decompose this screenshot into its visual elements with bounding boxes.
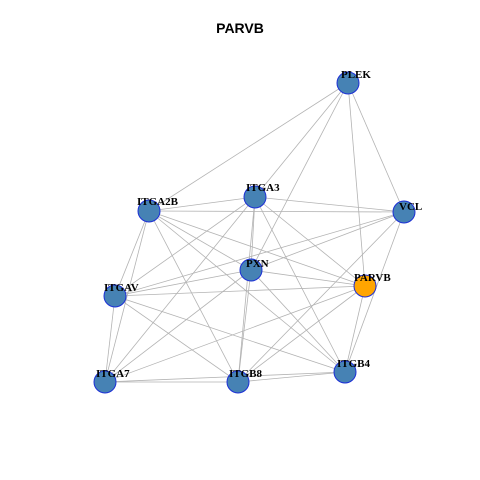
node-itgb4: ITGB4 <box>333 358 371 384</box>
edge-itgav-itgb8 <box>114 295 239 383</box>
node-circle-pxn <box>239 258 263 282</box>
edge-itgb4-itgb8 <box>237 371 346 383</box>
edge-itga2b-itga7 <box>104 210 150 383</box>
edge-pxn-itgb8 <box>237 269 252 383</box>
edge-itgb4-itga7 <box>104 371 346 383</box>
edge-itga2b-itgav <box>114 210 150 297</box>
edge-pxn-parvb <box>250 269 366 287</box>
chart-title: PARVB <box>216 20 264 36</box>
node-itga7: ITGA7 <box>93 368 130 394</box>
node-label-vcl: VCL <box>399 201 422 213</box>
node-label-plek: PLEK <box>341 69 371 81</box>
node-circle-vcl <box>392 200 416 224</box>
edge-itga3-itgb4 <box>254 196 346 373</box>
node-plek: PLEK <box>336 69 371 95</box>
edge-itga2b-itgb8 <box>148 210 239 383</box>
edge-plek-pxn <box>250 82 349 271</box>
node-circle-itgav <box>103 284 127 308</box>
edge-itga2b-parvb <box>148 210 366 287</box>
node-itgav: ITGAV <box>103 282 139 308</box>
edge-plek-parvb <box>347 82 366 287</box>
edge-itgav-itga7 <box>104 295 116 383</box>
edge-itga2b-itgb4 <box>148 210 346 373</box>
edge-itga3-itgb8 <box>237 196 256 383</box>
node-label-itgb8: ITGB8 <box>229 368 263 380</box>
node-circle-itgb4 <box>333 360 357 384</box>
edge-vcl-pxn <box>250 211 405 271</box>
edge-itga3-itga7 <box>104 196 256 383</box>
edge-parvb-itgb4 <box>344 285 366 373</box>
node-label-itga3: ITGA3 <box>246 182 280 194</box>
edge-itga2b-itga3 <box>148 196 256 212</box>
node-label-itga2b: ITGA2B <box>137 196 179 208</box>
node-parvb: PARVB <box>353 272 391 298</box>
edge-plek-vcl <box>347 82 405 213</box>
node-circle-itgb8 <box>226 370 250 394</box>
edge-pxn-itgb4 <box>250 269 346 373</box>
node-circle-parvb <box>353 274 377 298</box>
edge-itga3-vcl <box>254 196 405 213</box>
node-label-itga7: ITGA7 <box>96 368 130 380</box>
node-pxn: PXN <box>239 258 269 282</box>
node-label-parvb: PARVB <box>354 272 391 284</box>
edge-parvb-itgav <box>114 285 366 297</box>
node-label-pxn: PXN <box>246 258 269 270</box>
edge-plek-itga2b <box>148 82 349 212</box>
edge-itga2b-vcl <box>148 210 405 213</box>
edge-layer <box>104 82 405 383</box>
node-label-itgb4: ITGB4 <box>337 358 371 370</box>
node-label-itgav: ITGAV <box>104 282 139 294</box>
edge-itga2b-pxn <box>148 210 252 271</box>
node-circle-itga7 <box>93 370 117 394</box>
node-circle-itga3 <box>243 185 267 209</box>
edge-pxn-itga7 <box>104 269 252 383</box>
edge-itga3-pxn <box>250 196 256 271</box>
edge-itgav-itgb4 <box>114 295 346 373</box>
edge-parvb-itga7 <box>104 285 366 383</box>
edge-plek-itga3 <box>254 82 349 198</box>
node-circle-plek <box>336 71 360 95</box>
node-itga3: ITGA3 <box>243 182 280 209</box>
edge-parvb-itgb8 <box>237 285 366 383</box>
edge-vcl-itgb8 <box>237 211 405 383</box>
node-itga2b: ITGA2B <box>137 196 179 223</box>
edge-pxn-itgav <box>114 269 252 297</box>
node-vcl: VCL <box>392 200 422 224</box>
node-circle-itga2b <box>137 199 161 223</box>
edge-vcl-itgav <box>114 211 405 297</box>
node-itgb8: ITGB8 <box>226 368 263 394</box>
edge-itga3-itgav <box>114 196 256 297</box>
